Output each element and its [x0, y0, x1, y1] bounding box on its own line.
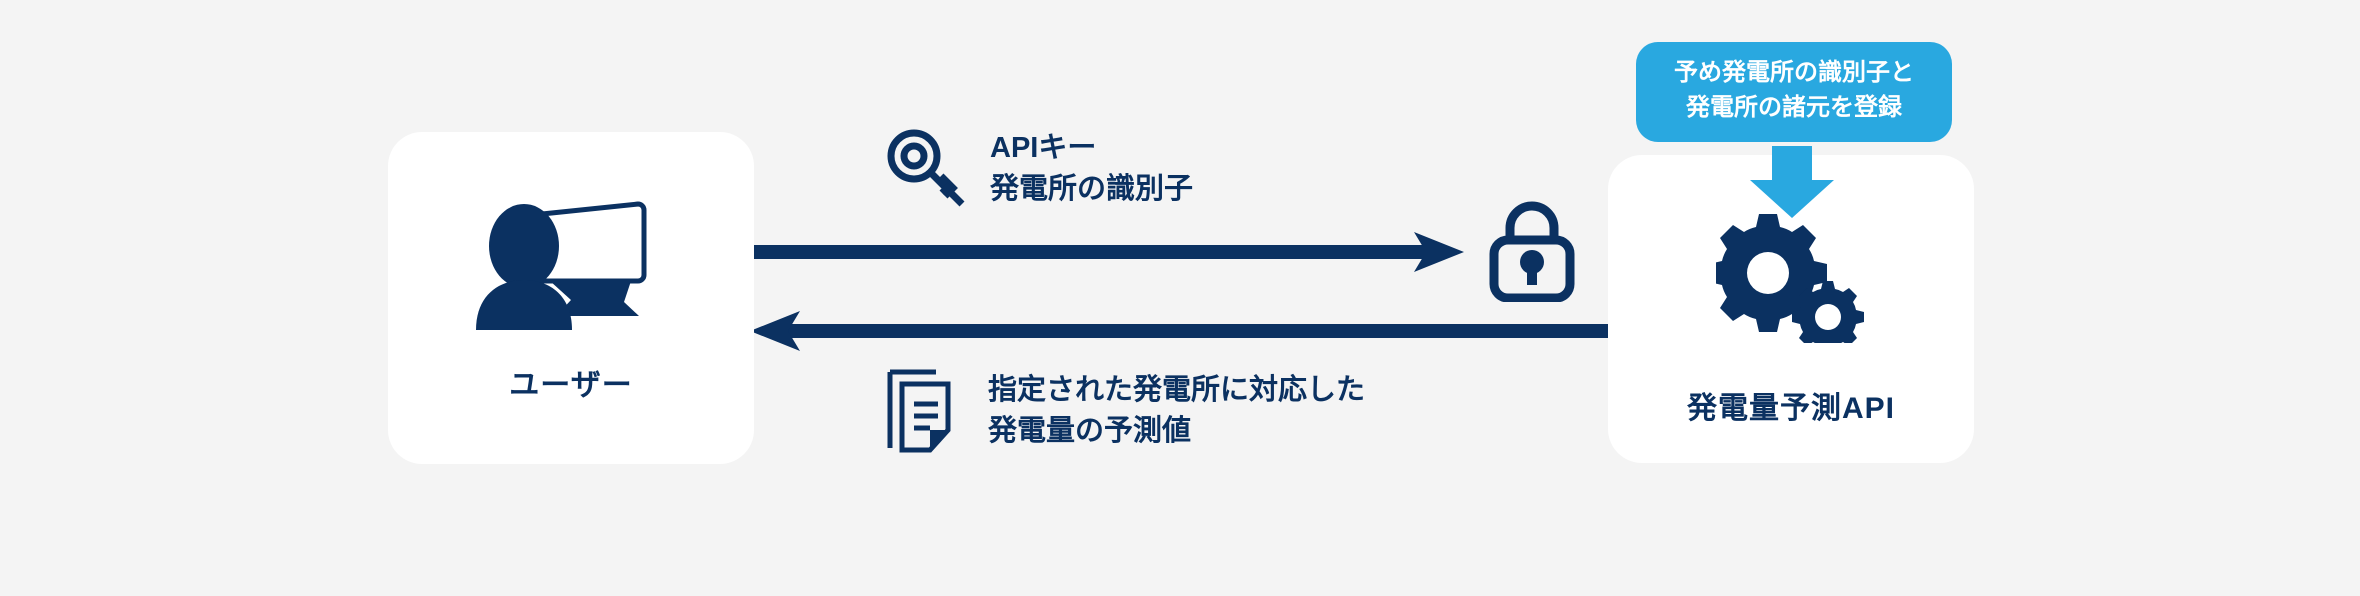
- user-node[interactable]: ユーザー: [388, 132, 754, 464]
- lock-icon: [1489, 201, 1575, 302]
- user-node-label: ユーザー: [509, 369, 633, 402]
- request-line-1: APIキー: [990, 132, 1097, 164]
- key-icon: [887, 129, 965, 207]
- request-arrow: [750, 232, 1464, 272]
- callout-line-2: 発電所の諸元を登録: [1686, 93, 1902, 121]
- response-annotation: 指定された発電所に対応した 発電量の予測値: [884, 366, 1365, 458]
- request-annotation-text: APIキー 発電所の識別子: [990, 126, 1193, 210]
- response-annotation-text: 指定された発電所に対応した 発電量の予測値: [988, 366, 1365, 452]
- response-line-2: 発電量の予測値: [988, 415, 1192, 448]
- gears-icon: [1608, 213, 1974, 343]
- document-icon: [887, 369, 951, 453]
- response-arrow: [750, 311, 1622, 351]
- user-with-monitor-icon: [388, 180, 754, 330]
- request-line-2: 発電所の識別子: [990, 173, 1194, 206]
- registration-callout: 予め発電所の識別子と 発電所の諸元を登録: [1636, 42, 1952, 142]
- api-node-label: 発電量予測API: [1686, 392, 1895, 425]
- response-line-1: 指定された発電所に対応した: [988, 374, 1366, 406]
- request-annotation: APIキー 発電所の識別子: [884, 126, 1193, 212]
- callout-line-1: 予め発電所の識別子と: [1674, 59, 1914, 86]
- callout-down-arrow: [1750, 146, 1834, 218]
